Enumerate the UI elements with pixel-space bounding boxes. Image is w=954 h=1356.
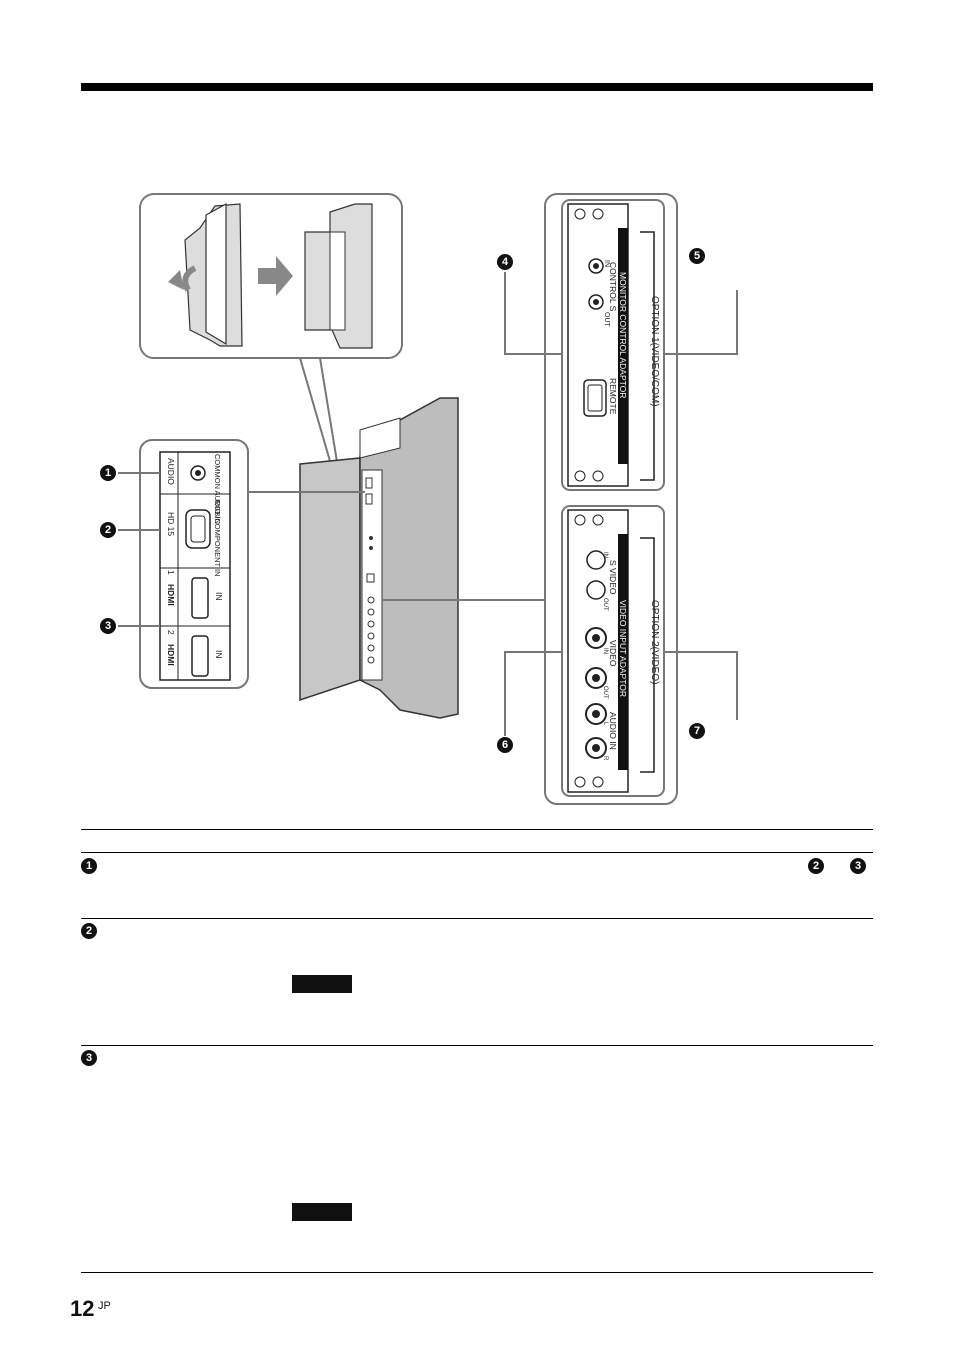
- table-row-1-marker: 1: [81, 858, 97, 874]
- page-suffix: JP: [98, 1300, 111, 1312]
- hdmi2-logo: HDMI: [166, 644, 176, 666]
- option2-svideo-in: IN: [602, 552, 608, 558]
- hdmi1-in-label: IN: [214, 592, 224, 601]
- option2-video-in: IN: [602, 648, 608, 654]
- option2-svideo-out: OUT: [602, 598, 608, 611]
- table-bottom-rule: [81, 1272, 873, 1273]
- audio-label: AUDIO: [166, 458, 176, 485]
- note-bar-1: [292, 975, 352, 993]
- hdmi1-number: 1: [166, 570, 176, 575]
- option2-svideo-label: S VIDEO: [608, 560, 618, 595]
- table-row-rule-2: [81, 918, 873, 919]
- rgb-component-in-label: RGB/COMPONENT IN: [213, 500, 222, 577]
- option1-title: OPTION 1(VIDEO/COM): [649, 296, 660, 407]
- option1-out-label: OUT: [603, 312, 610, 327]
- table-top-rule: [81, 829, 873, 830]
- marker-4: 4: [497, 254, 513, 270]
- header-rule: [81, 83, 873, 91]
- marker-3: 3: [100, 618, 116, 634]
- table-row-rule-1: [81, 852, 873, 853]
- option1-in-label: IN: [603, 260, 610, 267]
- note-bar-2: [292, 1203, 352, 1221]
- option1-adaptor-label: MONITOR CONTROL ADAPTOR: [618, 272, 628, 399]
- option2-audio-in-label: AUDIO IN: [608, 712, 618, 750]
- marker-2: 2: [100, 522, 116, 538]
- option2-video-label: VIDEO: [608, 640, 618, 667]
- hdmi2-in-label: IN: [214, 650, 224, 659]
- table-row-rule-3: [81, 1045, 873, 1046]
- option2-audio-l: L: [602, 722, 608, 726]
- marker-6: 6: [497, 737, 513, 753]
- table-row-2-marker: 2: [81, 923, 97, 939]
- option2-video-out: OUT: [602, 686, 608, 699]
- hdmi2-number: 2: [166, 630, 176, 635]
- table-row-3-marker: 3: [81, 1050, 97, 1066]
- marker-5: 5: [689, 248, 705, 264]
- option1-control-s-label: CONTROL S: [608, 262, 618, 312]
- marker-7: 7: [689, 723, 705, 739]
- page-number: 12: [70, 1296, 95, 1321]
- hdmi1-logo: HDMI: [166, 584, 176, 606]
- hd15-label: HD 15: [166, 512, 176, 537]
- marker-1: 1: [100, 465, 116, 481]
- table-row-1-ref-2: 2: [808, 858, 824, 874]
- option1-remote-label: REMOTE: [608, 378, 618, 415]
- option2-audio-r: R: [602, 756, 608, 761]
- option2-adaptor-label: VIDEO INPUT ADAPTOR: [618, 600, 628, 697]
- option2-title: OPTION 2(VIDEO): [649, 600, 660, 685]
- table-row-1-ref-3: 3: [850, 858, 866, 874]
